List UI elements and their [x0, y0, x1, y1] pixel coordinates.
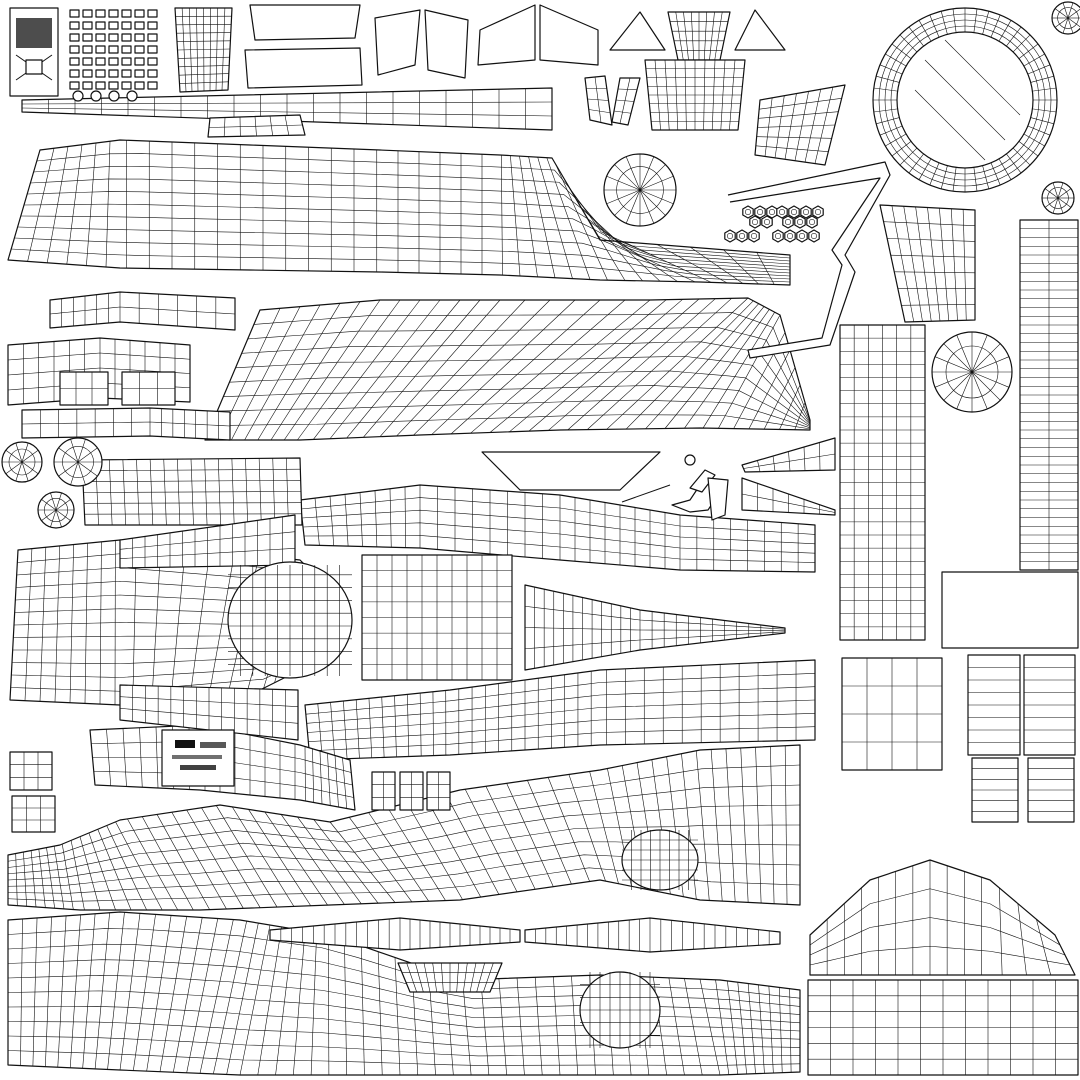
small-parts-grid	[69, 9, 158, 102]
upper-body-left	[7, 139, 791, 286]
wheel-icon	[37, 491, 75, 529]
top-panel-a	[249, 4, 361, 41]
upper-box-b	[121, 371, 176, 406]
nose-hood-small	[667, 11, 731, 61]
diffuser-grid	[807, 979, 1079, 1076]
small-left-b	[11, 795, 56, 833]
top-tri-a	[609, 11, 666, 51]
wheel-icon	[931, 331, 1013, 413]
thin-strip-b	[524, 917, 781, 953]
plain-rect-panel	[941, 571, 1079, 649]
rear-deck	[809, 859, 1076, 976]
cockpit-detail-island	[9, 7, 59, 97]
winglet-b	[741, 477, 836, 516]
dash-blocks-b	[399, 771, 424, 811]
thin-strip-a	[269, 917, 521, 951]
wheel-icon	[603, 153, 677, 227]
engine-cover	[361, 554, 513, 681]
wheel-arch-circle-island	[872, 7, 1058, 193]
vent-louver-d	[1027, 757, 1075, 823]
top-panel-b	[244, 47, 363, 89]
middle-floor	[299, 484, 816, 573]
tall-side-panel	[1019, 219, 1079, 571]
cockpit-front-view	[174, 7, 233, 93]
wheel-icon	[1, 441, 43, 483]
windscreen-dome	[227, 561, 353, 679]
top-fin-c	[477, 4, 536, 66]
winglet-a	[741, 437, 836, 473]
top-fin-a	[374, 9, 421, 76]
mirror-left	[584, 75, 613, 126]
rear-upright-tower	[839, 324, 926, 641]
hex-nut-cluster	[724, 205, 824, 243]
rear-wing-endplate	[879, 204, 976, 323]
small-left-a	[9, 751, 53, 791]
arch-dome-1	[579, 971, 661, 1049]
upper-body-right	[204, 297, 811, 441]
wheel-icon	[53, 437, 103, 487]
top-fin-b	[424, 9, 469, 79]
wheel-icon	[1041, 181, 1075, 215]
dash-blocks-a	[371, 771, 396, 811]
side-fillet	[119, 684, 299, 741]
side-blade-mid	[524, 584, 786, 671]
wing-grid-left	[841, 657, 943, 771]
top-fin-d	[539, 4, 599, 66]
windscreen-top	[644, 59, 746, 131]
upper-box-a	[59, 371, 109, 406]
top-tri-b	[734, 9, 786, 51]
suspension-arm	[727, 161, 891, 359]
upper-left-strip-a	[49, 291, 236, 331]
mirror-right	[611, 77, 641, 126]
arch-dome-0	[621, 829, 699, 891]
driver-figure-icon	[621, 454, 729, 521]
vent-louver-a	[967, 654, 1021, 756]
lower-floor	[304, 659, 816, 761]
badge-panel	[161, 729, 235, 787]
dash-blocks-c	[426, 771, 451, 811]
upper-left-strip-c	[21, 407, 231, 441]
vent-louver-b	[1023, 654, 1076, 756]
wheel-icon	[1051, 1, 1080, 35]
vent-louver-c	[971, 757, 1019, 823]
side-window-top	[754, 84, 846, 166]
nose-vane	[481, 451, 661, 491]
small-lozenge	[207, 114, 306, 138]
cockpit-surround	[81, 457, 303, 526]
grille-small	[397, 962, 503, 993]
